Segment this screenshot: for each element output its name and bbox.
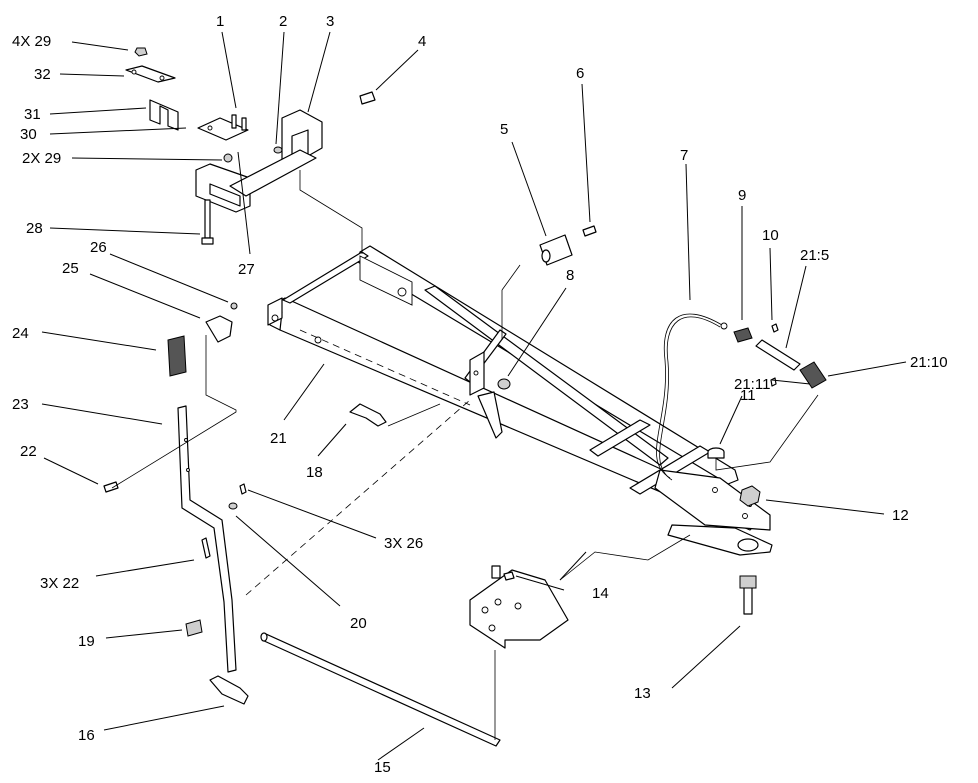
upper-pivot-parts	[497, 225, 597, 390]
callout-8: 8	[566, 267, 574, 284]
callout-9: 9	[738, 187, 746, 204]
callout-2x29: 2X 29	[22, 150, 61, 167]
callout-31: 31	[24, 106, 41, 123]
callout-13: 13	[634, 685, 651, 702]
callout-4: 4	[418, 33, 426, 50]
callout-26: 26	[90, 239, 107, 256]
callout-4x29: 4X 29	[12, 33, 51, 50]
cable-assembly	[656, 313, 827, 481]
lift-lever	[103, 302, 471, 673]
callout-18: 18	[306, 464, 323, 481]
callout-3x22: 3X 22	[40, 575, 79, 592]
callout-22: 22	[20, 443, 37, 460]
callout-21: 21	[270, 430, 287, 447]
callout-6: 6	[576, 65, 584, 82]
callout-1: 1	[216, 13, 224, 30]
callout-23: 23	[12, 396, 29, 413]
callout-24: 24	[12, 325, 29, 342]
callout-19: 19	[78, 633, 95, 650]
callout-12: 12	[892, 507, 909, 524]
callout-20: 20	[350, 615, 367, 632]
hitch-bolt	[739, 485, 761, 615]
callout-27: 27	[238, 261, 255, 278]
callout-25: 25	[62, 260, 79, 277]
main-frame	[267, 245, 773, 556]
callout-14: 14	[592, 585, 609, 602]
callout-32: 32	[34, 66, 51, 83]
callout-21-5: 21:5	[800, 247, 829, 264]
leader-lines	[41, 31, 907, 761]
callout-3x26: 3X 26	[384, 535, 423, 552]
lift-rod	[209, 391, 691, 747]
callout-labels: 4X 29 32 31 30 2X 29 28 1 2 3 4 27 5 6 7…	[12, 13, 948, 776]
top-bracket-assembly	[125, 47, 376, 254]
callout-5: 5	[500, 121, 508, 138]
callout-11: 11	[740, 387, 756, 404]
callout-28: 28	[26, 220, 43, 237]
callout-30: 30	[20, 126, 37, 143]
callout-21-10: 21:10	[910, 354, 948, 371]
callout-2: 2	[279, 13, 287, 30]
callout-3: 3	[326, 13, 334, 30]
callout-7: 7	[680, 147, 688, 164]
callout-16: 16	[78, 727, 95, 744]
callout-15: 15	[374, 759, 391, 776]
callout-10: 10	[762, 227, 779, 244]
callout-21-11: 21:11	[734, 376, 770, 393]
